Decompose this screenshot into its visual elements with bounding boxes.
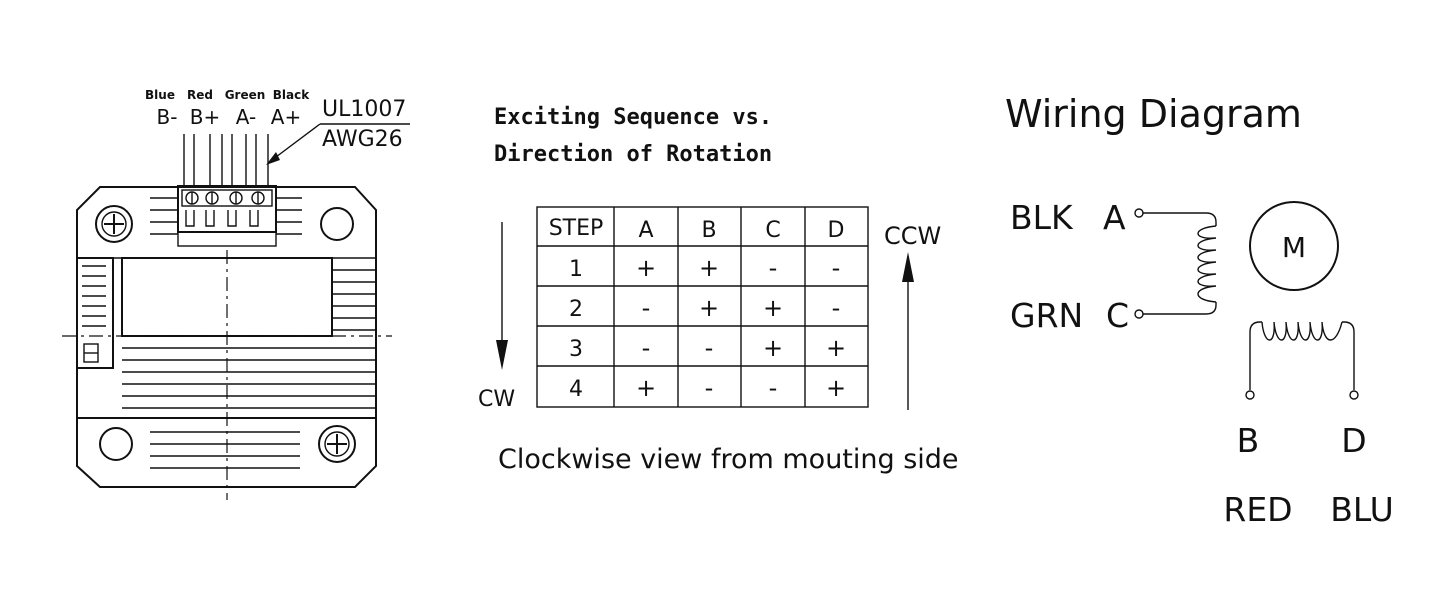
cable-spec-ul1007: UL1007 [322, 97, 406, 122]
side-pin-header [76, 257, 114, 369]
table-row-1-b: + [699, 254, 719, 282]
ccw-label: CCW [884, 222, 941, 250]
cable-spec-awg26: AWG26 [322, 127, 403, 152]
coil-b-left-terminal: B [1237, 421, 1260, 460]
coil-b-right-color: BLU [1330, 490, 1394, 529]
wire-color-blue: Blue [145, 88, 175, 102]
table-header-b: B [701, 218, 716, 243]
table-header-d: D [828, 218, 845, 243]
table-row-3-b: - [705, 334, 714, 362]
coil-b-right-terminal: D [1341, 421, 1366, 460]
wiring-diagram-section: Wiring Diagram BLK A GRN C M B D RED BLU [1005, 92, 1394, 529]
exciting-sequence-section: Exciting Sequence vs. Direction of Rotat… [478, 105, 959, 475]
table-row-3-step: 3 [569, 337, 583, 362]
table-row-1-a: + [636, 254, 656, 282]
motor-symbol-circle [1249, 201, 1339, 291]
table-row-1-step: 1 [569, 257, 583, 282]
mount-hole-bottom-left [99, 427, 133, 461]
coil-b-winding [1245, 321, 1359, 400]
sequence-title-line1: Exciting Sequence vs. [494, 105, 772, 130]
table-row-3-d: + [826, 334, 846, 362]
sequence-title-line2: Direction of Rotation [494, 142, 772, 167]
table-row-4-step: 4 [569, 377, 583, 402]
table-row-1-d: - [832, 254, 841, 282]
mount-hole-top-right [320, 207, 354, 241]
table-row-2-d: - [832, 294, 841, 322]
table-header-a: A [638, 218, 653, 243]
table-row-4-a: + [636, 374, 656, 402]
screw-bottom-right [318, 425, 356, 463]
table-row-4-c: - [769, 374, 778, 402]
wire-color-green: Green [225, 88, 266, 102]
table-row-3-c: + [763, 334, 783, 362]
wire-color-black: Black [273, 88, 310, 102]
table-row-2-b: + [699, 294, 719, 322]
table-row-1-c: - [769, 254, 778, 282]
screw-top-left [95, 205, 133, 243]
coil-b-left-color: RED [1223, 490, 1292, 529]
coil-a-bottom-terminal: C [1106, 296, 1129, 335]
wire-bundle [183, 134, 269, 188]
cw-label: CW [478, 387, 515, 412]
sequence-caption: Clockwise view from mouting side [498, 444, 959, 475]
coil-a-top-color: BLK [1010, 198, 1074, 237]
table-row-3-a: - [642, 334, 651, 362]
table-row-4-d: + [826, 374, 846, 402]
wiring-title: Wiring Diagram [1005, 92, 1302, 136]
table-row-2-step: 2 [569, 297, 583, 322]
coil-a-bottom-color: GRN [1010, 296, 1083, 335]
table-row-2-c: + [763, 294, 783, 322]
ccw-arrow [902, 252, 914, 410]
connector-housing [177, 185, 277, 247]
right-cooling-fins [332, 269, 376, 331]
top-cooling-fins [150, 197, 302, 235]
wire-terminal-b-plus: B+ [190, 105, 220, 129]
table-row-2-a: - [642, 294, 651, 322]
wire-color-red: Red [187, 88, 213, 102]
coil-a-winding [1134, 208, 1217, 319]
coil-a-top-terminal: A [1103, 198, 1126, 237]
wire-terminal-b-minus: B- [157, 105, 178, 129]
wire-terminal-a-plus: A+ [271, 105, 301, 129]
table-header-c: C [765, 218, 780, 243]
motor-symbol-label: M [1282, 231, 1306, 264]
sequence-table-grid [536, 206, 869, 408]
table-header-step: STEP [549, 216, 604, 241]
motor-outline-drawing: Blue Red Green Black B- B+ A- A+ UL1007 … [62, 88, 410, 500]
cw-arrow [496, 222, 508, 370]
table-row-4-b: - [705, 374, 714, 402]
wire-terminal-a-minus: A- [236, 105, 256, 129]
